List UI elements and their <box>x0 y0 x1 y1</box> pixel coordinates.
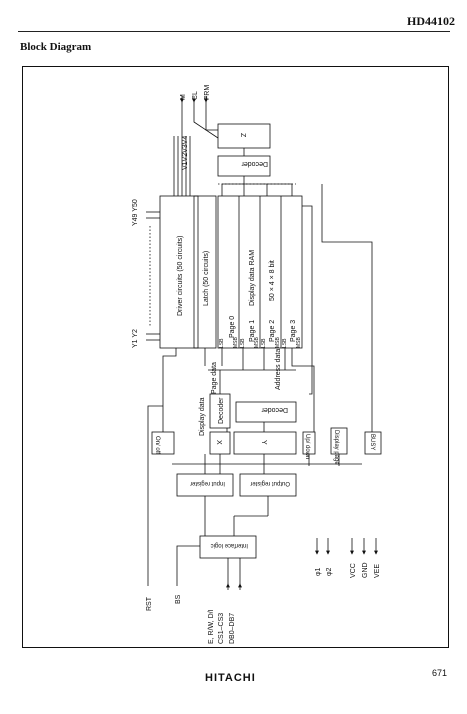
output-register-label: Output register <box>250 480 290 486</box>
y-block <box>233 431 297 455</box>
msb-label-1: MSB <box>254 337 260 349</box>
page-data-label: Page data <box>211 362 218 394</box>
onoff-label: On/ off <box>154 436 160 454</box>
header-rule <box>18 31 450 32</box>
address-data-label: Address data <box>275 349 282 390</box>
ram-title-label: Display data RAM <box>249 250 256 306</box>
document-code: HD44102 <box>407 14 455 28</box>
msb-label-2: MSB <box>275 337 281 349</box>
y-decoder-block <box>235 401 297 423</box>
diagram-frame <box>22 66 449 648</box>
input-register-label: Input register <box>190 480 225 486</box>
z-label: Z <box>239 133 246 138</box>
y-label: Y <box>260 440 267 445</box>
decoder-top-label: Decoder <box>241 160 268 167</box>
busy-label: BUSY <box>369 434 375 450</box>
top-signal-cl: CL <box>192 91 199 100</box>
x-label: X <box>215 440 222 445</box>
page-number: 671 <box>431 668 447 678</box>
e-rw-di-label: E, R/W, D/I <box>208 609 215 644</box>
pin-vcc: VCC <box>350 563 357 578</box>
msb-label-0: MSB <box>233 337 239 349</box>
display-data-label: Display data <box>199 397 206 436</box>
updown-label: Up/ down <box>304 434 310 459</box>
busy-block <box>364 431 382 455</box>
pin-phi1: φ1 <box>315 567 322 576</box>
cs-label: CS1–CS3 <box>218 613 225 644</box>
db-label: DB0–DB7 <box>229 613 236 644</box>
decoder-y-label: Decoder <box>261 406 288 413</box>
power-pins-label: V1V2V3V4 <box>182 136 189 170</box>
driver-block <box>159 195 199 349</box>
driver-label: Driver circuits (50 circuits) <box>177 235 184 316</box>
section-title: Block Diagram <box>20 41 92 53</box>
lsb-label-3: LSB <box>282 338 288 348</box>
page2-label: Page 2 <box>269 320 276 342</box>
block-diagram: M CL FRM V1V2V3V4 Y49 Y50 Y1 Y2 Z Decode… <box>132 85 382 644</box>
top-signal-frm: FRM <box>204 85 211 100</box>
msb-label-3: MSB <box>296 337 302 349</box>
top-signal-m: M <box>180 94 187 100</box>
pin-phi2: φ2 <box>326 567 333 576</box>
ram-size-label: 50 × 4 × 8 bit <box>269 260 276 301</box>
display-page-label: Display page <box>333 430 339 465</box>
lsb-label-0: LSB <box>219 338 225 348</box>
pin-vee: VEE <box>374 564 381 578</box>
decoder-x-label: Decoder <box>218 397 225 424</box>
lsb-label-1: LSB <box>240 338 246 348</box>
pin-gnd: GND <box>362 562 369 578</box>
rst-label: RST <box>146 596 153 611</box>
y-high-label: Y49 Y50 <box>132 199 139 226</box>
page1-label: Page 1 <box>249 320 256 342</box>
bs-label: BS <box>175 594 182 604</box>
lsb-label-2: LSB <box>261 338 267 348</box>
page0-label: Page 0 <box>229 316 236 338</box>
hitachi-logo: HITACHI <box>205 672 256 684</box>
interface-logic-label: Interface logic <box>211 542 248 548</box>
page3-label: Page 3 <box>290 320 297 342</box>
y-low-label: Y1 Y2 <box>132 329 139 348</box>
latch-label: Latch (50 circuits) <box>203 251 210 306</box>
